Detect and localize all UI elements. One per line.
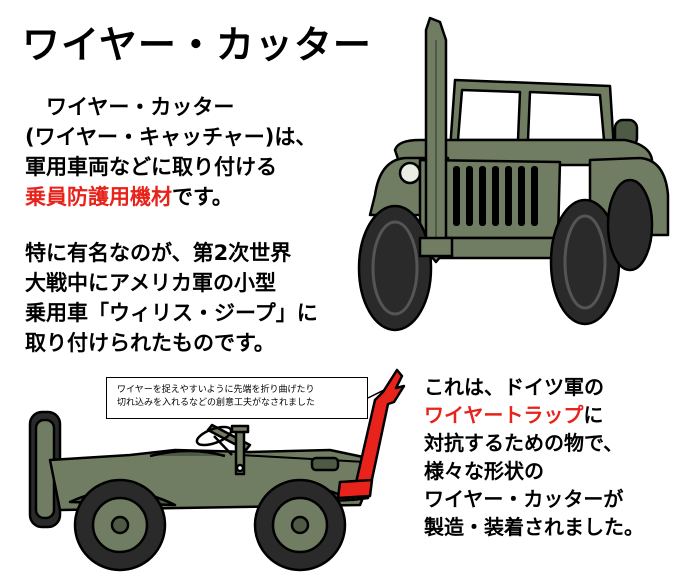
jeep-front-view — [357, 16, 670, 332]
purpose-line-1: これは、ドイツ軍の — [424, 375, 604, 399]
page-title: ワイヤー・カッター — [22, 23, 372, 67]
intro-line-4-rest: です。 — [172, 185, 233, 209]
history-line-2: 大戦中にアメリカ軍の小型 — [25, 271, 276, 295]
purpose-line-2-rest: に — [583, 403, 604, 427]
purpose-line-5: ワイヤー・カッターが — [424, 487, 624, 511]
intro-line-3: 軍用車両などに取り付ける — [25, 155, 277, 179]
history-line-3: 乗用車「ウィリス・ジープ」に — [25, 301, 318, 325]
history-line-1: 特に有名なのが、第2次世界 — [25, 241, 292, 265]
callout-line-2: 切れ込みを入れるなどの創意工夫がなされました — [117, 398, 316, 408]
purpose-line-6: 製造・装着されました。 — [424, 515, 644, 539]
intro-paragraph: ワイヤー・カッター (ワイヤー・キャッチャー)は、 軍用車両などに取り付ける 乗… — [25, 92, 316, 212]
purpose-line-4: 様々な形状の — [424, 459, 544, 483]
jeep-side-view — [28, 368, 406, 572]
purpose-highlight: ワイヤートラップ — [424, 403, 584, 427]
intro-highlight: 乗員防護用機材 — [25, 185, 172, 209]
wire-cutter-bar — [350, 368, 406, 502]
callout-note: ワイヤーを捉えやすいように先端を折り曲げたり 切れ込みを入れるなどの創意工夫がな… — [106, 377, 368, 419]
intro-line-1: ワイヤー・カッター — [25, 95, 235, 119]
purpose-paragraph: これは、ドイツ軍の ワイヤートラップに 対抗するための物で、 様々な形状の ワイ… — [424, 373, 644, 541]
purpose-line-3: 対抗するための物で、 — [424, 431, 624, 455]
callout-pointer — [367, 389, 385, 399]
callout-line-1: ワイヤーを捉えやすいように先端を折り曲げたり — [117, 385, 315, 395]
purpose-line-2: ワイヤートラップに — [424, 401, 644, 429]
intro-line-2: (ワイヤー・キャッチャー)は、 — [25, 125, 317, 149]
history-paragraph: 特に有名なのが、第2次世界 大戦中にアメリカ軍の小型 乗用車「ウィリス・ジープ」… — [25, 238, 318, 358]
history-line-4: 取り付けられたものです。 — [25, 331, 275, 355]
intro-line-4: 乗員防護用機材です。 — [25, 182, 316, 212]
